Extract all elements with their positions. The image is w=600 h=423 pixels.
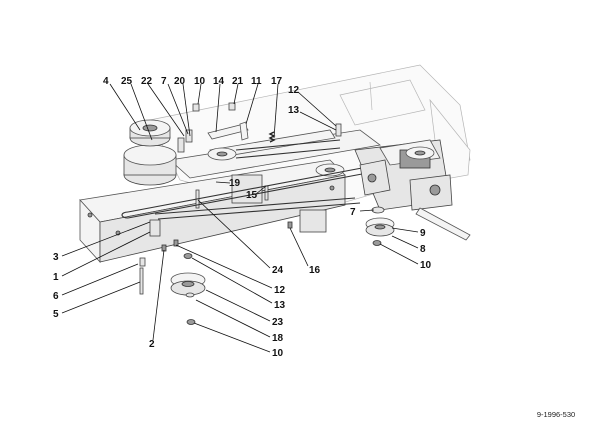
callout-5: 5 (53, 309, 59, 320)
drive-belt (121, 139, 363, 220)
callout-8: 8 (420, 244, 426, 255)
callout-13: 13 (274, 300, 286, 311)
callout-16: 16 (309, 265, 321, 276)
callout-9: 9 (420, 228, 426, 239)
callout-18: 18 (272, 333, 284, 344)
callout-7: 7 (161, 76, 167, 87)
exploded-pulley (170, 253, 206, 325)
callout-4: 4 (103, 76, 109, 87)
callout-13: 13 (288, 105, 300, 116)
transaxle-pulley (365, 206, 395, 246)
callout-12: 12 (288, 85, 300, 96)
callout-25: 25 (121, 76, 133, 87)
callout-15: 15 (246, 190, 258, 201)
callout-6: 6 (53, 291, 59, 302)
callout-10: 10 (272, 348, 284, 359)
callout-3: 3 (53, 252, 59, 263)
callout-22: 22 (141, 76, 153, 87)
callout-17: 17 (271, 76, 283, 87)
callout-2: 2 (149, 339, 155, 350)
callout-10: 10 (194, 76, 206, 87)
spring (268, 131, 276, 143)
callout-1: 1 (53, 272, 59, 283)
idler-arm (207, 121, 249, 141)
callouts: 4 25 22 7 20 10 14 21 11 17 12 13 19 15 … (53, 76, 432, 359)
callout-21: 21 (232, 76, 244, 87)
callout-10: 10 (420, 260, 432, 271)
deck-frame (79, 129, 381, 264)
callout-14: 14 (213, 76, 225, 87)
callout-12: 12 (274, 285, 286, 296)
callout-19: 19 (229, 178, 241, 189)
leader-lines (61, 83, 419, 353)
callout-7: 7 (350, 207, 356, 218)
transaxle (354, 139, 471, 241)
callout-11: 11 (251, 76, 262, 87)
drawing-reference: 9-1996-530 (537, 410, 575, 419)
idler-pulley-upper (207, 147, 237, 161)
callout-24: 24 (272, 265, 284, 276)
callout-23: 23 (272, 317, 284, 328)
electric-clutch (123, 119, 177, 186)
callout-20: 20 (174, 76, 186, 87)
